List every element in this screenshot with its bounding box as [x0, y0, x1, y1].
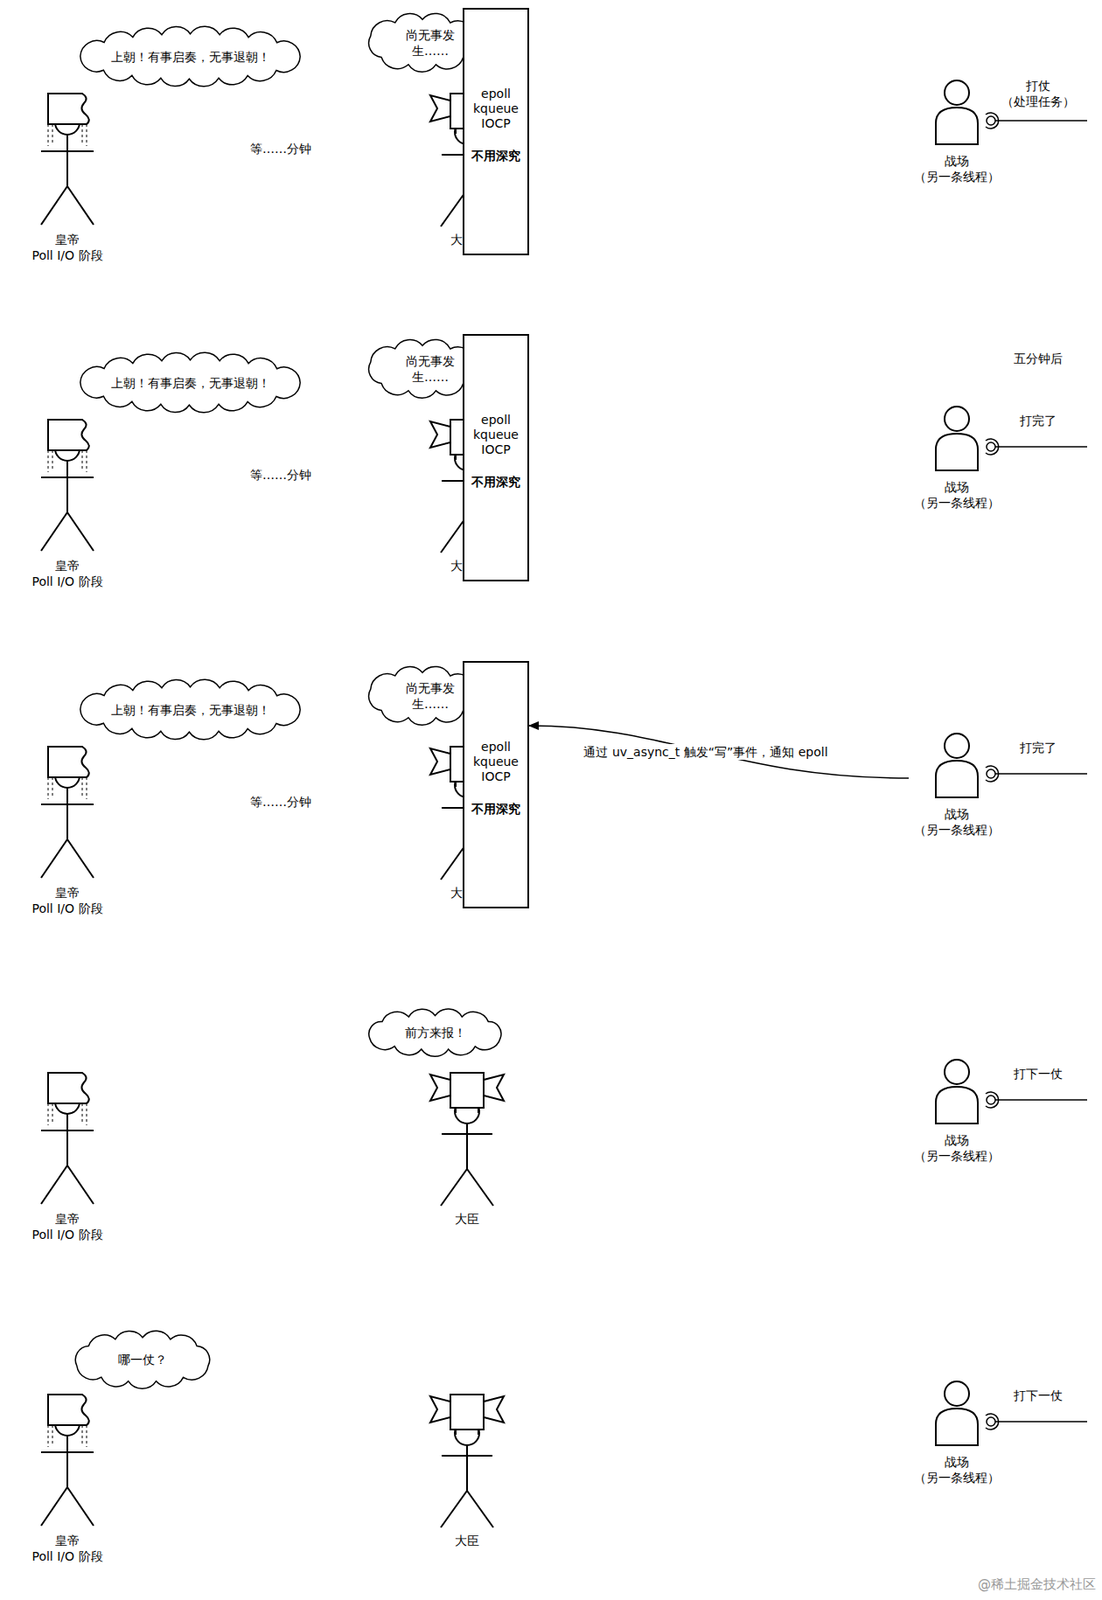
figure-caption: Poll I/O 阶段 — [23, 1227, 112, 1243]
note-label: 等……分钟 — [250, 140, 312, 157]
note-label: 五分钟后 — [1013, 350, 1063, 367]
figure-caption: （另一条线程） — [908, 1470, 1005, 1486]
epoll-box: epoll kqueue IOCP 不用深究 — [462, 661, 530, 909]
cloud-text: 尚无事发生…… — [404, 680, 457, 712]
epoll-box: epoll kqueue IOCP 不用深究 — [462, 334, 530, 582]
speech-cloud: 前方来报！ — [355, 1004, 516, 1061]
emperor-figure: 皇帝Poll I/O 阶段 — [23, 419, 112, 590]
figure-drawing — [423, 1073, 511, 1207]
figure-drawing — [23, 1394, 112, 1528]
figure-caption: （另一条线程） — [908, 495, 1005, 511]
figure-caption: Poll I/O 阶段 — [23, 1548, 112, 1565]
figure-drawing — [908, 1380, 1005, 1448]
figure-caption: 战场 — [908, 806, 1005, 823]
watermark: @稀土掘金技术社区 — [977, 1576, 1096, 1593]
note-label: 打仗 — [1025, 77, 1051, 94]
figure-caption: Poll I/O 阶段 — [23, 900, 112, 917]
figure-drawing — [908, 79, 1005, 147]
note-label: 打完了 — [1019, 412, 1057, 429]
cloud-text: 上朝！有事启奏，无事退朝！ — [111, 48, 271, 65]
emperor-figure: 皇帝Poll I/O 阶段 — [23, 746, 112, 917]
cloud-text: 上朝！有事启奏，无事退朝！ — [111, 702, 271, 719]
minister-figure: 大臣 — [423, 1073, 511, 1228]
box-text: epoll kqueue IOCP — [464, 739, 528, 785]
figure-caption: 大臣 — [423, 1211, 511, 1228]
figure-drawing — [908, 405, 1005, 473]
figure-caption: 皇帝 — [23, 1211, 112, 1228]
cloud-text: 前方来报！ — [404, 1025, 467, 1041]
emperor-figure: 皇帝Poll I/O 阶段 — [23, 1394, 112, 1565]
emperor-figure: 皇帝Poll I/O 阶段 — [23, 1073, 112, 1243]
note-label: 打完了 — [1019, 739, 1057, 756]
cloud-text: 尚无事发生…… — [404, 353, 457, 385]
battle-wire — [985, 112, 1088, 1430]
figure-caption: 皇帝 — [23, 1533, 112, 1549]
cloud-text: 尚无事发生…… — [404, 27, 457, 59]
figure-caption: Poll I/O 阶段 — [23, 247, 112, 264]
box-text: epoll kqueue IOCP — [464, 412, 528, 458]
battlefield-figure: 战场（另一条线程） — [908, 732, 1005, 838]
minister-figure: 大臣 — [423, 1394, 511, 1549]
epoll-box: epoll kqueue IOCP 不用深究 — [462, 7, 530, 256]
note-label: （处理任务） — [1001, 93, 1075, 110]
figure-drawing — [23, 93, 112, 227]
figure-drawing — [908, 732, 1005, 800]
figure-caption: 战场 — [908, 1454, 1005, 1471]
figure-drawing — [423, 1394, 511, 1528]
battlefield-figure: 战场（另一条线程） — [908, 79, 1005, 185]
battlefield-figure: 战场（另一条线程） — [908, 1059, 1005, 1165]
battlefield-figure: 战场（另一条线程） — [908, 405, 1005, 511]
emperor-figure: 皇帝Poll I/O 阶段 — [23, 93, 112, 264]
connector — [529, 725, 909, 779]
speech-cloud: 上朝！有事启奏，无事退朝！ — [69, 348, 312, 417]
box-text: epoll kqueue IOCP — [464, 86, 528, 132]
box-text: 不用深究 — [464, 147, 528, 164]
figure-caption: Poll I/O 阶段 — [23, 573, 112, 590]
figure-caption: 皇帝 — [23, 885, 112, 901]
cloud-text: 哪一仗？ — [118, 1352, 168, 1368]
box-text: 不用深究 — [464, 474, 528, 490]
figure-caption: 大臣 — [423, 1533, 511, 1549]
figure-caption: 皇帝 — [23, 231, 112, 248]
note-label: 大 — [450, 557, 463, 574]
figure-caption: 战场 — [908, 1132, 1005, 1149]
figure-caption: 皇帝 — [23, 557, 112, 574]
figure-caption: （另一条线程） — [908, 822, 1005, 838]
note-label: 打下一仗 — [1013, 1066, 1063, 1082]
figure-caption: 战场 — [908, 479, 1005, 496]
note-label: 等……分钟 — [250, 467, 312, 483]
note-label: 等……分钟 — [250, 794, 312, 810]
edge-label: 通过 uv_async_t 触发“写”事件，通知 epoll — [579, 744, 831, 761]
figure-caption: 战场 — [908, 153, 1005, 169]
cloud-text: 上朝！有事启奏，无事退朝！ — [111, 375, 271, 391]
figure-caption: （另一条线程） — [908, 168, 1005, 185]
note-label: 打下一仗 — [1013, 1387, 1063, 1404]
figure-drawing — [23, 746, 112, 880]
note-label: 大 — [450, 231, 463, 248]
figure-drawing — [23, 1073, 112, 1207]
note-label: 大 — [450, 885, 463, 901]
speech-cloud: 上朝！有事启奏，无事退朝！ — [69, 676, 312, 744]
figure-caption: （另一条线程） — [908, 1148, 1005, 1165]
figure-drawing — [23, 419, 112, 553]
battlefield-figure: 战场（另一条线程） — [908, 1380, 1005, 1486]
speech-cloud: 上朝！有事启奏，无事退朝！ — [69, 22, 312, 91]
speech-cloud: 哪一仗？ — [62, 1326, 223, 1394]
box-text: 不用深究 — [464, 801, 528, 817]
figure-drawing — [908, 1059, 1005, 1126]
